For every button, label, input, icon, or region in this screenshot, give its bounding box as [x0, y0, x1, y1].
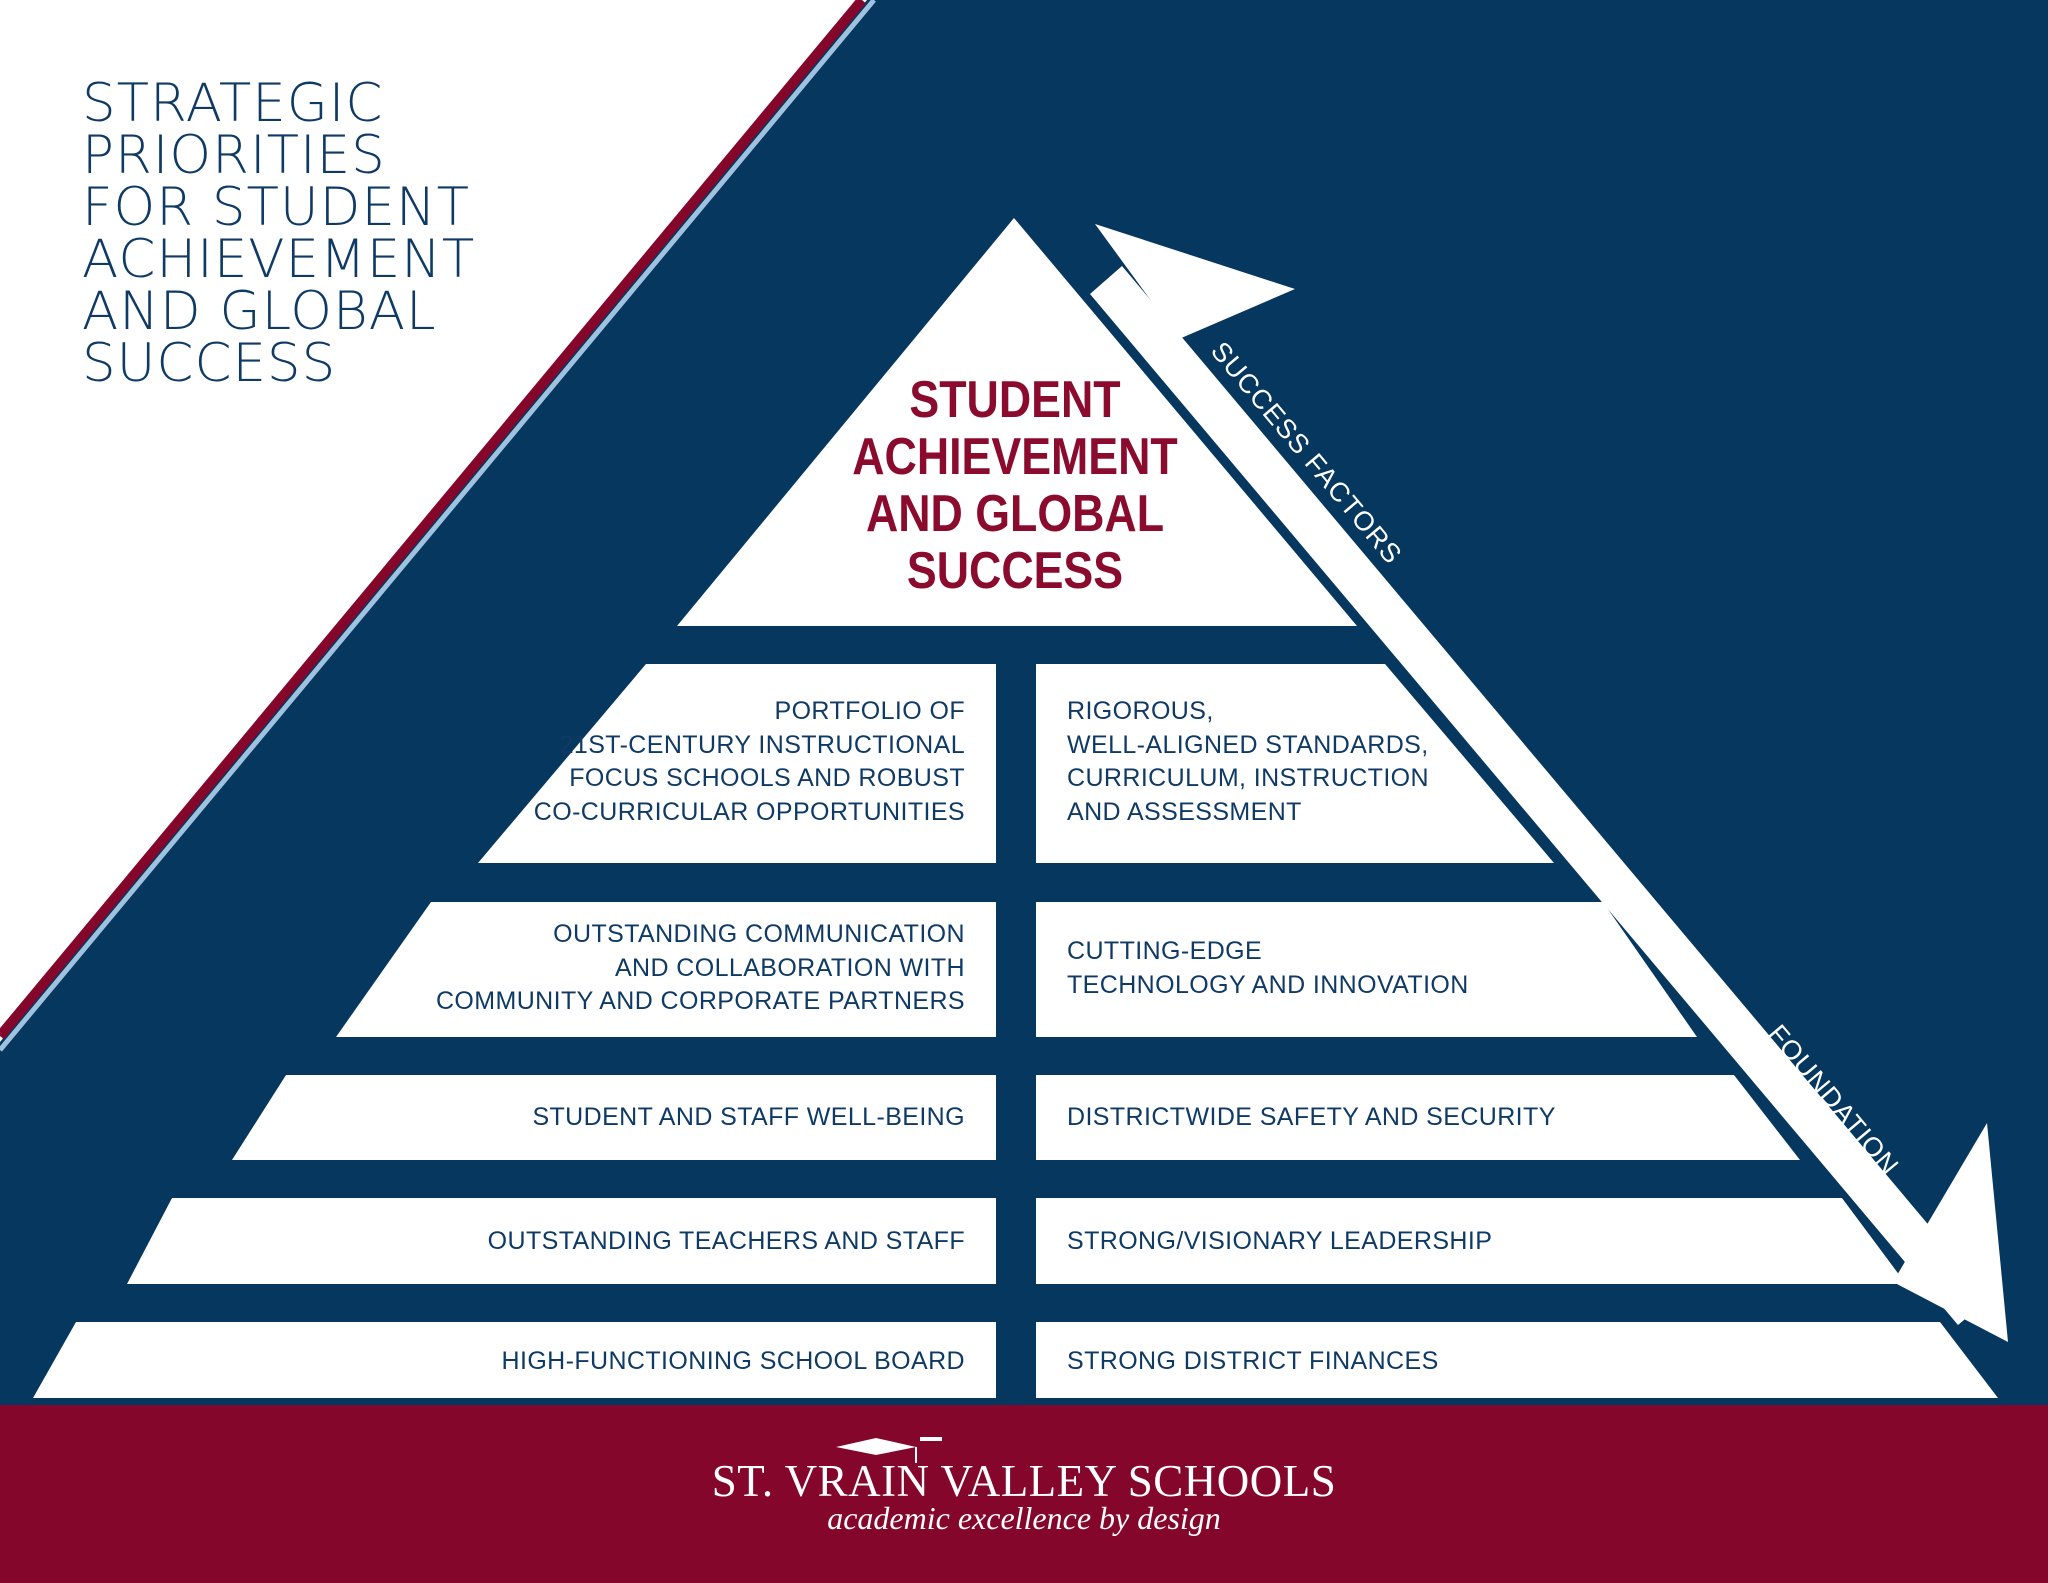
label-line: PORTFOLIO OF: [774, 697, 965, 725]
tier-2-right-band: [1036, 902, 1697, 1037]
navy-background: [0, 0, 2048, 1405]
arrow-head-up: [1095, 224, 1295, 339]
heading-line: SUCCESS: [82, 333, 337, 394]
tier-5-right-band: [1036, 1322, 1998, 1398]
label-line: FOCUS SCHOOLS AND ROBUST: [569, 764, 965, 792]
tier-5-left-label: HIGH-FUNCTIONING SCHOOL BOARD: [502, 1345, 965, 1379]
label-line: OUTSTANDING COMMUNICATION: [553, 920, 965, 948]
tier-2-left-label: OUTSTANDING COMMUNICATION AND COLLABORAT…: [436, 918, 965, 1019]
school-logo-name: ST. VRAIN VALLEY SCHOOLS: [711, 1456, 1337, 1506]
apex-line: STUDENT: [909, 371, 1121, 429]
label-line: CO-CURRICULAR OPPORTUNITIES: [533, 797, 965, 826]
heading-line: ACHIEVEMENT: [82, 229, 476, 290]
tier-1-left-band: [478, 664, 996, 863]
tier-5-left-band: [33, 1322, 996, 1398]
label-line: AND COLLABORATION WITH: [614, 953, 965, 982]
footer-band: [0, 1405, 2048, 1583]
tier-3-right-label: DISTRICTWIDE SAFETY AND SECURITY: [1067, 1101, 1556, 1135]
apex-triangle: [677, 218, 1357, 626]
tier-1-right-band: [1036, 664, 1554, 863]
apex-title: STUDENT ACHIEVEMENT AND GLOBAL SUCCESS: [796, 372, 1235, 600]
label-line: 21ST-CENTURY INSTRUCTIONAL: [559, 730, 965, 759]
maroon-stripe: [0, 0, 866, 1040]
label-line: STUDENT AND STAFF WELL-BEING: [532, 1103, 965, 1131]
label-line: WELL-ALIGNED STANDARDS,: [1067, 730, 1429, 759]
label-line: AND ASSESSMENT: [1067, 797, 1302, 826]
tier-5-right-label: STRONG DISTRICT FINANCES: [1067, 1345, 1439, 1379]
apex-line: SUCCESS: [906, 542, 1124, 600]
label-line: TECHNOLOGY AND INNOVATION: [1067, 970, 1469, 999]
label-line: COMMUNITY AND CORPORATE PARTNERS: [435, 987, 965, 1015]
label-line: RIGOROUS,: [1067, 697, 1214, 725]
tier-4-right-band: [1036, 1198, 1906, 1284]
arrow-head-down: [1893, 1123, 2008, 1342]
tier-1-right-label: RIGOROUS, WELL-ALIGNED STANDARDS, CURRIC…: [1067, 695, 1429, 829]
page-heading: STRATEGIC PRIORITIES FOR STUDENT ACHIEVE…: [82, 73, 542, 394]
tier-4-right-label: STRONG/VISIONARY LEADERSHIP: [1067, 1225, 1492, 1259]
apex-line: ACHIEVEMENT: [852, 428, 1178, 486]
label-line: OUTSTANDING TEACHERS AND STAFF: [487, 1227, 965, 1255]
arrow-shaft: [1090, 266, 1990, 1325]
label-line: HIGH-FUNCTIONING SCHOOL BOARD: [501, 1347, 965, 1375]
tier-1-left-label: PORTFOLIO OF 21ST-CENTURY INSTRUCTIONAL …: [534, 695, 965, 829]
heading-line: FOR STUDENT: [82, 177, 471, 238]
heading-line: AND GLOBAL: [82, 281, 437, 342]
label-line: STRONG/VISIONARY LEADERSHIP: [1067, 1227, 1493, 1255]
tier-4-left-band: [127, 1198, 996, 1284]
label-line: CUTTING-EDGE: [1067, 937, 1263, 965]
tier-3-left-band: [232, 1075, 996, 1160]
label-line: CURRICULUM, INSTRUCTION: [1067, 764, 1429, 792]
apex-line: AND GLOBAL: [865, 485, 1165, 543]
tier-4-left-label: OUTSTANDING TEACHERS AND STAFF: [488, 1225, 965, 1259]
heading-line: STRATEGIC: [82, 73, 384, 134]
light-blue-stripe: [0, 0, 876, 1052]
tier-3-left-label: STUDENT AND STAFF WELL-BEING: [532, 1101, 965, 1135]
tier-2-right-label: CUTTING-EDGE TECHNOLOGY AND INNOVATION: [1067, 935, 1469, 1002]
label-line: STRONG DISTRICT FINANCES: [1067, 1347, 1439, 1375]
school-tagline: academic excellence by design: [827, 1500, 1221, 1536]
label-line: DISTRICTWIDE SAFETY AND SECURITY: [1067, 1103, 1556, 1131]
tier-2-left-band: [336, 902, 996, 1037]
heading-line: PRIORITIES: [82, 125, 386, 186]
tier-3-right-band: [1036, 1075, 1800, 1160]
